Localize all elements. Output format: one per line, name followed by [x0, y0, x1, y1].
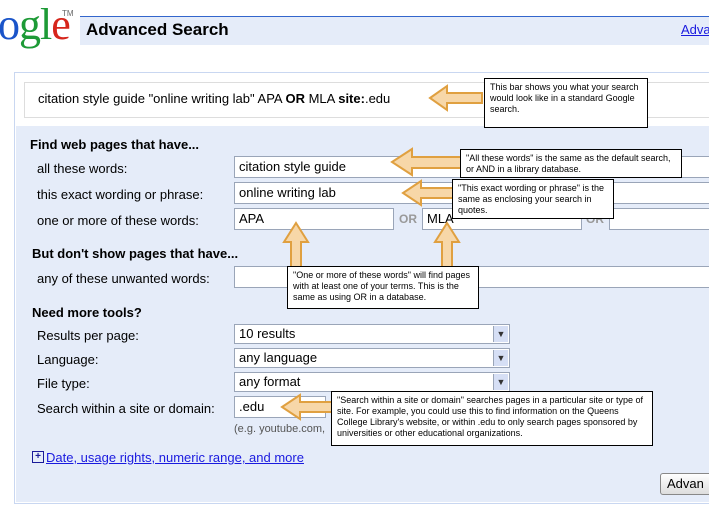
chevron-down-icon: ▼ — [493, 350, 508, 366]
language-value: any language — [239, 350, 318, 365]
query-part: MLA — [304, 91, 339, 106]
trademark: TM — [62, 9, 74, 18]
more-options-link[interactable]: Date, usage rights, numeric range, and m… — [46, 450, 304, 465]
results-value: 10 results — [239, 326, 296, 341]
site-label: Search within a site or domain: — [37, 401, 215, 416]
all-words-label: all these words: — [37, 161, 128, 176]
query-part: citation style guide "online writing lab… — [38, 91, 286, 106]
or-separator: OR — [399, 212, 417, 226]
query-operator: site: — [338, 91, 365, 106]
note-query-bar: This bar shows you what your search woul… — [484, 78, 648, 128]
query-preview-text: citation style guide "online writing lab… — [38, 90, 390, 108]
tools-heading: Need more tools? — [32, 305, 142, 320]
results-label: Results per page: — [37, 328, 139, 343]
note-all-words: "All these words" is the same as the def… — [460, 149, 682, 178]
note-site-domain: "Search within a site or domain" searche… — [331, 391, 653, 446]
language-select[interactable]: any language ▼ — [234, 348, 510, 368]
arrow-left-icon — [280, 393, 333, 421]
note-exact-phrase: "This exact wording or phrase" is the sa… — [452, 179, 614, 219]
one-or-more-label: one or more of these words: — [37, 213, 199, 228]
site-hint: (e.g. youtube.com, — [234, 423, 326, 435]
arrow-up-icon — [282, 221, 310, 268]
arrow-up-icon — [433, 221, 461, 268]
exact-phrase-label: this exact wording or phrase: — [37, 187, 204, 202]
query-operator: OR — [285, 91, 305, 106]
filetype-value: any format — [239, 374, 301, 389]
find-heading: Find web pages that have... — [30, 137, 200, 152]
one-or-more-input-1[interactable]: APA — [234, 208, 394, 230]
chevron-down-icon: ▼ — [493, 326, 508, 342]
results-select[interactable]: 10 results ▼ — [234, 324, 510, 344]
advanced-link[interactable]: Adva — [681, 22, 709, 37]
unwanted-words-label: any of these unwanted words: — [37, 271, 210, 286]
arrow-left-icon — [401, 179, 456, 207]
arrow-left-icon — [428, 84, 483, 112]
filetype-label: File type: — [37, 376, 90, 391]
title-bar — [80, 16, 709, 45]
query-part: .edu — [364, 91, 391, 106]
chevron-down-icon: ▼ — [493, 374, 508, 390]
exclude-heading: But don't show pages that have... — [32, 246, 239, 261]
advanced-search-button[interactable]: Advan — [660, 473, 709, 495]
arrow-left-icon — [390, 147, 463, 177]
one-or-more-input-3[interactable] — [609, 208, 709, 230]
expand-plus-icon[interactable]: + — [32, 451, 44, 463]
note-one-or-more: "One or more of these words" will find p… — [287, 266, 479, 309]
language-label: Language: — [37, 352, 99, 367]
page-title: Advanced Search — [86, 20, 229, 39]
google-logo: ogle — [0, 0, 71, 49]
